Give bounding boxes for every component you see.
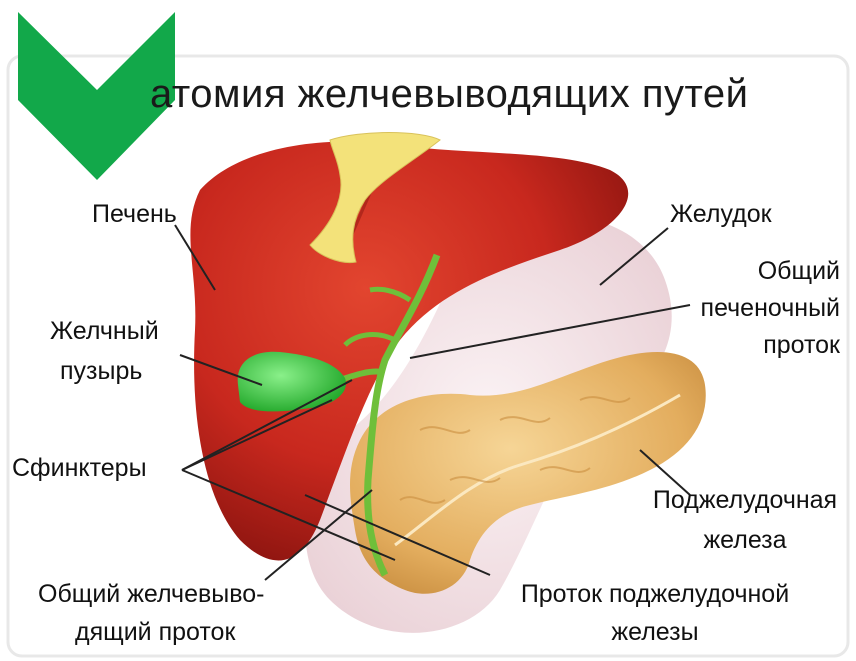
label-stomach: Желудок — [670, 198, 772, 230]
label-gallbladder-line1: Желчный — [50, 315, 159, 347]
label-pancreas-line1: Поджелудочная — [640, 484, 850, 516]
label-common-bile-line1: Общий желчевыво- — [38, 578, 264, 610]
label-hepatic-line3: проток — [640, 329, 840, 361]
label-sphincters: Сфинктеры — [12, 452, 147, 484]
diagram-title: атомия желчевыводящих путей — [150, 72, 830, 117]
label-pancreatic-duct-line1: Проток поджелудочной — [495, 578, 815, 610]
label-hepatic-line2: печеночный — [640, 292, 840, 324]
label-pancreatic-duct-line2: железы — [495, 616, 815, 648]
label-gallbladder-line2: пузырь — [60, 355, 142, 387]
label-liver: Печень — [92, 198, 177, 230]
label-hepatic-line1: Общий — [640, 255, 840, 287]
label-common-bile-line2: дящий проток — [75, 616, 235, 648]
label-pancreas-line2: железа — [640, 524, 850, 556]
